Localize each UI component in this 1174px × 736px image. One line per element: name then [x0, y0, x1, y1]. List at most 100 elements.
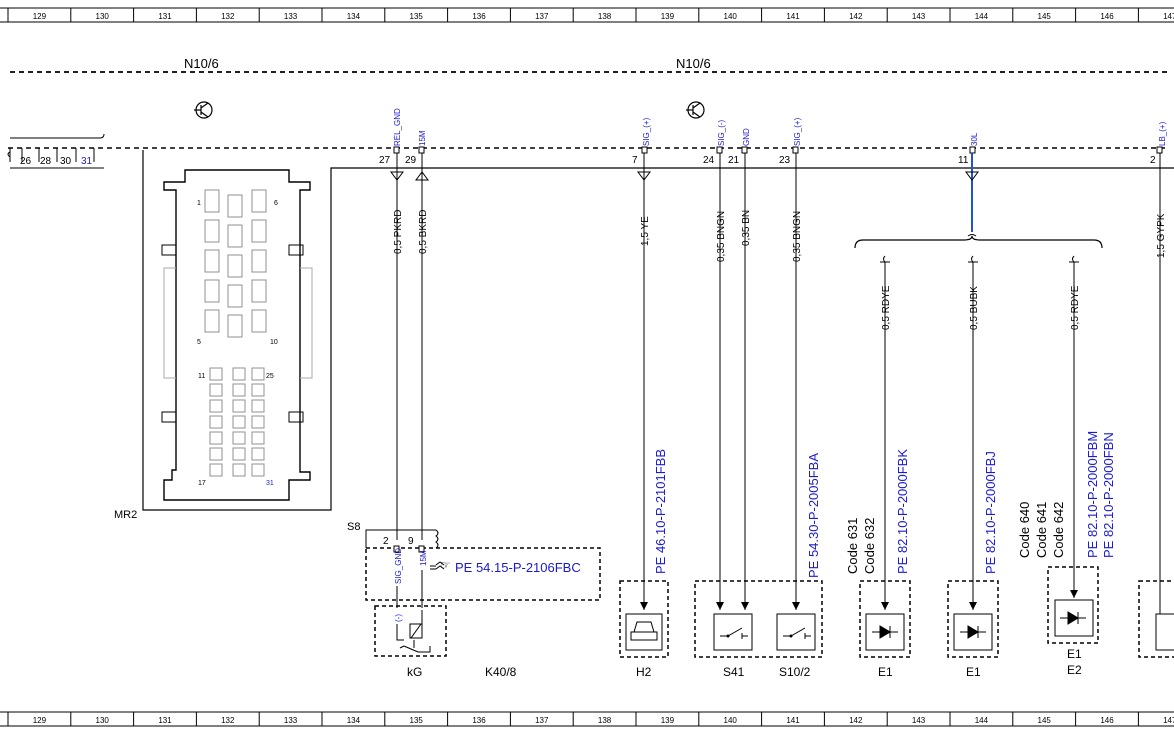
grid-column-number: 133	[284, 12, 298, 21]
pin-11-wire: 11 30L	[854, 132, 1103, 249]
grid-column-number: 141	[786, 716, 800, 725]
horn-icon	[630, 621, 658, 641]
connector-cavity	[251, 383, 265, 397]
component-label: H2	[636, 665, 652, 679]
grid-column-number: 138	[598, 716, 612, 725]
mr2-harness-frame	[142, 150, 1174, 511]
component-e1-b: PE 82.10-P-2000FBJ E1	[947, 451, 999, 679]
relay-k40-8: S8 2 9 SIG_GND 15M ☞ PE 54.15-P-2106FBC …	[347, 521, 601, 679]
left-pin-26: 26	[20, 156, 32, 167]
connector-cavity	[204, 309, 220, 333]
component-reference: PE 82.10-P-2000FBK	[895, 449, 910, 574]
pin-number: 2	[1150, 155, 1156, 166]
grid-column-number: 134	[347, 12, 361, 21]
pin-7-wire: 7 SIG_(+) 1,5 YE	[632, 117, 651, 610]
component-e1-e2: Code 640 Code 641 Code 642 PE 82.10-P-20…	[1017, 431, 1116, 677]
wire-label: 0,5 RDYE	[881, 285, 892, 330]
grid-column-number: 130	[96, 12, 110, 21]
conn-pin-label: 1	[197, 200, 201, 207]
grid-column-number: 137	[535, 12, 549, 21]
module-name-left: N10/6	[184, 56, 219, 71]
component-code: Code 641	[1034, 502, 1049, 558]
relay-reference: PE 54.15-P-2106FBC	[455, 560, 581, 575]
pin-signal: GND	[742, 128, 751, 146]
connector-cavity	[251, 309, 267, 333]
connector-cavity	[251, 431, 265, 445]
pin-number: 21	[728, 155, 740, 166]
transistor-icon	[686, 101, 705, 119]
branch-wire-2: 0,5 BUBK	[968, 255, 980, 610]
grid-column-number: 133	[284, 716, 298, 725]
pin-number: 24	[703, 155, 715, 166]
relay-pin-9: 9	[408, 536, 414, 547]
connector-cavity	[227, 194, 243, 218]
component-code: Code 631	[845, 518, 860, 574]
component-h2: PE 46.10-P-2101FBB H2	[619, 449, 669, 679]
grid-column-number: 139	[661, 716, 675, 725]
pin-23-wire: 23 SIG_(+) 0,35 BNGN	[779, 117, 803, 610]
grid-column-number: 147	[1163, 12, 1174, 21]
grid-column-number: 146	[1100, 716, 1114, 725]
grid-column-number: 140	[724, 716, 738, 725]
conn-pin-label: 25	[266, 373, 274, 380]
component-code: Code 632	[862, 518, 877, 574]
component-label: E1	[966, 665, 981, 679]
branch-wire-1: 0,5 RDYE	[880, 255, 892, 610]
connector-cavity	[251, 279, 267, 303]
connector-cavity	[232, 431, 246, 445]
component-e1-a: Code 631 Code 632 PE 82.10-P-2000FBK E1	[845, 449, 911, 679]
connector-cavity	[227, 224, 243, 248]
connector-cavity	[232, 367, 246, 381]
connector-cavity	[227, 284, 243, 308]
component-label: S10/2	[779, 665, 811, 679]
grid-column-number: 147	[1163, 716, 1174, 725]
component-code: Code 642	[1051, 502, 1066, 558]
pin-21-wire: 21 GND 0,35 BN	[728, 128, 752, 610]
grid-column-number: 141	[786, 12, 800, 21]
connector-cavity	[209, 431, 223, 445]
pin-number: 29	[405, 155, 417, 166]
grid-column-number: 145	[1038, 716, 1052, 725]
pin-signal: LB_(+)	[1158, 121, 1167, 146]
grid-column-number: 131	[158, 716, 172, 725]
connector-cavity	[251, 219, 267, 243]
grid-column-number: 144	[975, 716, 989, 725]
wire-label: 0,5 RDYE	[1070, 285, 1081, 330]
component-reference: PE 82.10-P-2000FBN	[1101, 432, 1116, 558]
component-reference: PE 82.10-P-2000FBJ	[983, 451, 998, 574]
connector-cavity	[209, 415, 223, 429]
pin-number: 23	[779, 155, 791, 166]
connector-drawing: 1 6 5 10 11 25 17 31	[161, 169, 313, 501]
grid-column-number: 135	[410, 12, 424, 21]
grid-column-number: 136	[472, 12, 486, 21]
left-pin-30: 30	[60, 156, 72, 167]
connector-cavity	[251, 463, 265, 477]
connector-cavity	[232, 383, 246, 397]
grid-column-number: 142	[849, 716, 863, 725]
grid-column-number: 146	[1100, 12, 1114, 21]
led-icon	[1060, 611, 1086, 625]
grid-column-number: 143	[912, 716, 926, 725]
grid-column-number: 132	[221, 12, 235, 21]
pin-signal: REL_GND	[393, 108, 402, 146]
connector-cavity	[204, 189, 220, 213]
wire-label: 0,35 BNGN	[792, 211, 803, 262]
connector-cavity	[251, 447, 265, 461]
relay-label: K40/8	[485, 665, 517, 679]
wire-label: 0,5 BUBK	[969, 286, 980, 330]
pin-signal: 15M	[418, 130, 427, 146]
relay-connector-label: S8	[347, 521, 360, 533]
grid-column-number: 135	[410, 716, 424, 725]
conn-pin-label: 10	[270, 339, 278, 346]
connector-cavity	[204, 249, 220, 273]
relay-signal-b: 15M	[419, 550, 428, 566]
wire-label: 1,5 YE	[640, 216, 651, 246]
grid-column-number: 129	[33, 716, 47, 725]
mr2-label: MR2	[114, 509, 137, 521]
pin-signal: 30L	[970, 132, 979, 146]
connector-cavity	[209, 383, 223, 397]
component-s10-2: PE 54.30-P-2005FBA S10/2	[776, 453, 821, 679]
connector-cavity	[209, 447, 223, 461]
